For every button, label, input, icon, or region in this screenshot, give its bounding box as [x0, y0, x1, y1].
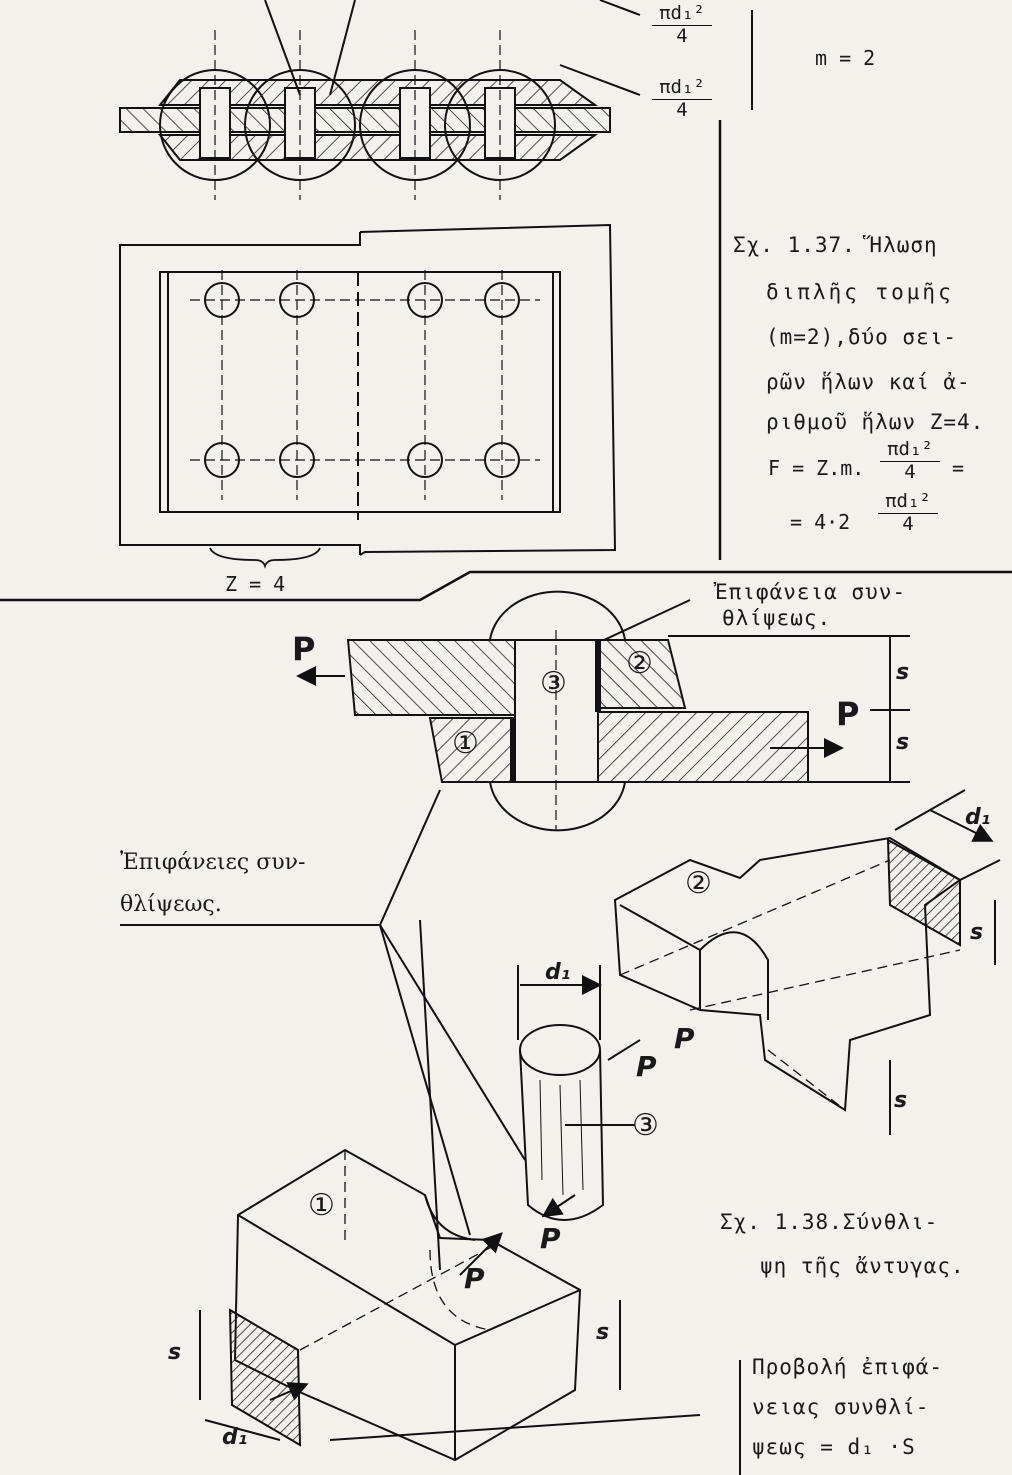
force-label-part2: P — [674, 1022, 695, 1055]
rivet-holes — [204, 282, 520, 478]
formula-result-fraction: πd₁² 4 — [878, 490, 938, 535]
bearing-surfaces-label-line1: Ἐπιφάνειες συν- — [120, 850, 306, 875]
thickness-label-part2-lower: s — [894, 1088, 908, 1113]
thickness-label-upper: s — [896, 660, 910, 685]
shear-planes-label: m = 2 — [815, 46, 876, 70]
force-label-part1: P — [464, 1262, 485, 1295]
rivet-count-label: Z = 4 — [225, 572, 286, 596]
thickness-label-lower: s — [896, 730, 910, 755]
part-number-2-iso: ② — [685, 866, 712, 901]
force-label-rivet-lower: P — [540, 1222, 561, 1255]
fraction-numerator: πd₁² — [659, 76, 705, 98]
diameter-label-part2: d₁ — [965, 805, 991, 830]
fraction-numerator: πd₁² — [659, 2, 705, 24]
fig-1-37-caption-line1: Σχ. 1.37. Ἥλωση — [733, 233, 938, 257]
middle-plate — [119, 107, 611, 133]
formula-force-prefix: F = Z.m. — [768, 456, 865, 480]
part-number-1-section: ① — [452, 726, 479, 761]
part-number-3-section: ③ — [540, 666, 567, 701]
fraction-denominator: 4 — [676, 24, 688, 47]
shear-section — [120, 590, 910, 926]
fraction-numerator: πd₁² — [885, 490, 931, 512]
projection-label-line1: Προβολή ἐπιφά- — [752, 1355, 944, 1379]
fraction-denominator: 4 — [902, 512, 914, 535]
area-fraction-bottom: πd₁² 4 — [652, 76, 712, 121]
part-number-1-iso: ① — [308, 1188, 335, 1223]
fig-1-38-caption-line1: Σχ. 1.38.Σύνθλι- — [720, 1210, 939, 1234]
part-number-3-iso: ③ — [632, 1108, 659, 1143]
formula-force-fraction: πd₁² 4 — [880, 438, 940, 483]
part-1-isometric — [199, 919, 741, 1475]
thickness-label-part1-right: s — [596, 1320, 610, 1345]
diameter-label-part1: d₁ — [222, 1425, 248, 1450]
section-view-top — [119, 0, 641, 200]
projection-label-line3: ψεως = d₁ ·S — [752, 1435, 916, 1459]
part-number-2-section: ② — [626, 646, 653, 681]
area-fraction-top: πd₁² 4 — [652, 2, 712, 47]
fig-1-38-caption-line2: ψη τῆς ἄντυγας. — [760, 1254, 965, 1278]
formula-result-prefix: = 4·2 — [790, 510, 851, 534]
fig-1-37-caption-line2: διπλῆς τομῆς — [766, 280, 954, 304]
fraction-numerator: πd₁² — [887, 438, 933, 460]
bearing-surface-label-line2: θλίψεως. — [722, 606, 832, 630]
fig-1-37-caption-line5: ριθμοῦ ἥλων Z=4. — [766, 410, 985, 434]
fraction-denominator: 4 — [904, 460, 916, 483]
fraction-denominator: 4 — [676, 98, 688, 121]
rivet-3-isometric — [517, 965, 641, 1221]
fig-1-37-caption-line3: (m=2),δύο σει- — [766, 325, 958, 349]
diameter-label-rivet: d₁ — [545, 960, 571, 985]
thickness-label-part2: s — [970, 920, 984, 945]
bearing-surface-label-line1: Ἐπιφάνεια συν- — [715, 580, 907, 604]
force-label-rivet-upper: P — [636, 1050, 657, 1083]
thickness-label-part1: s — [168, 1340, 182, 1365]
projection-label-line2: νειας συνθλί- — [752, 1395, 930, 1419]
part-2-isometric — [613, 789, 1001, 1135]
formula-equals: = — [952, 456, 965, 480]
force-label-left: P — [292, 630, 316, 668]
bearing-surfaces-label-line2: θλίψεως. — [120, 892, 222, 917]
force-label-right: P — [836, 695, 860, 733]
plan-view — [119, 223, 617, 569]
fig-1-37-caption-line4: ρῶν ἥλων καί ἀ- — [766, 370, 971, 394]
